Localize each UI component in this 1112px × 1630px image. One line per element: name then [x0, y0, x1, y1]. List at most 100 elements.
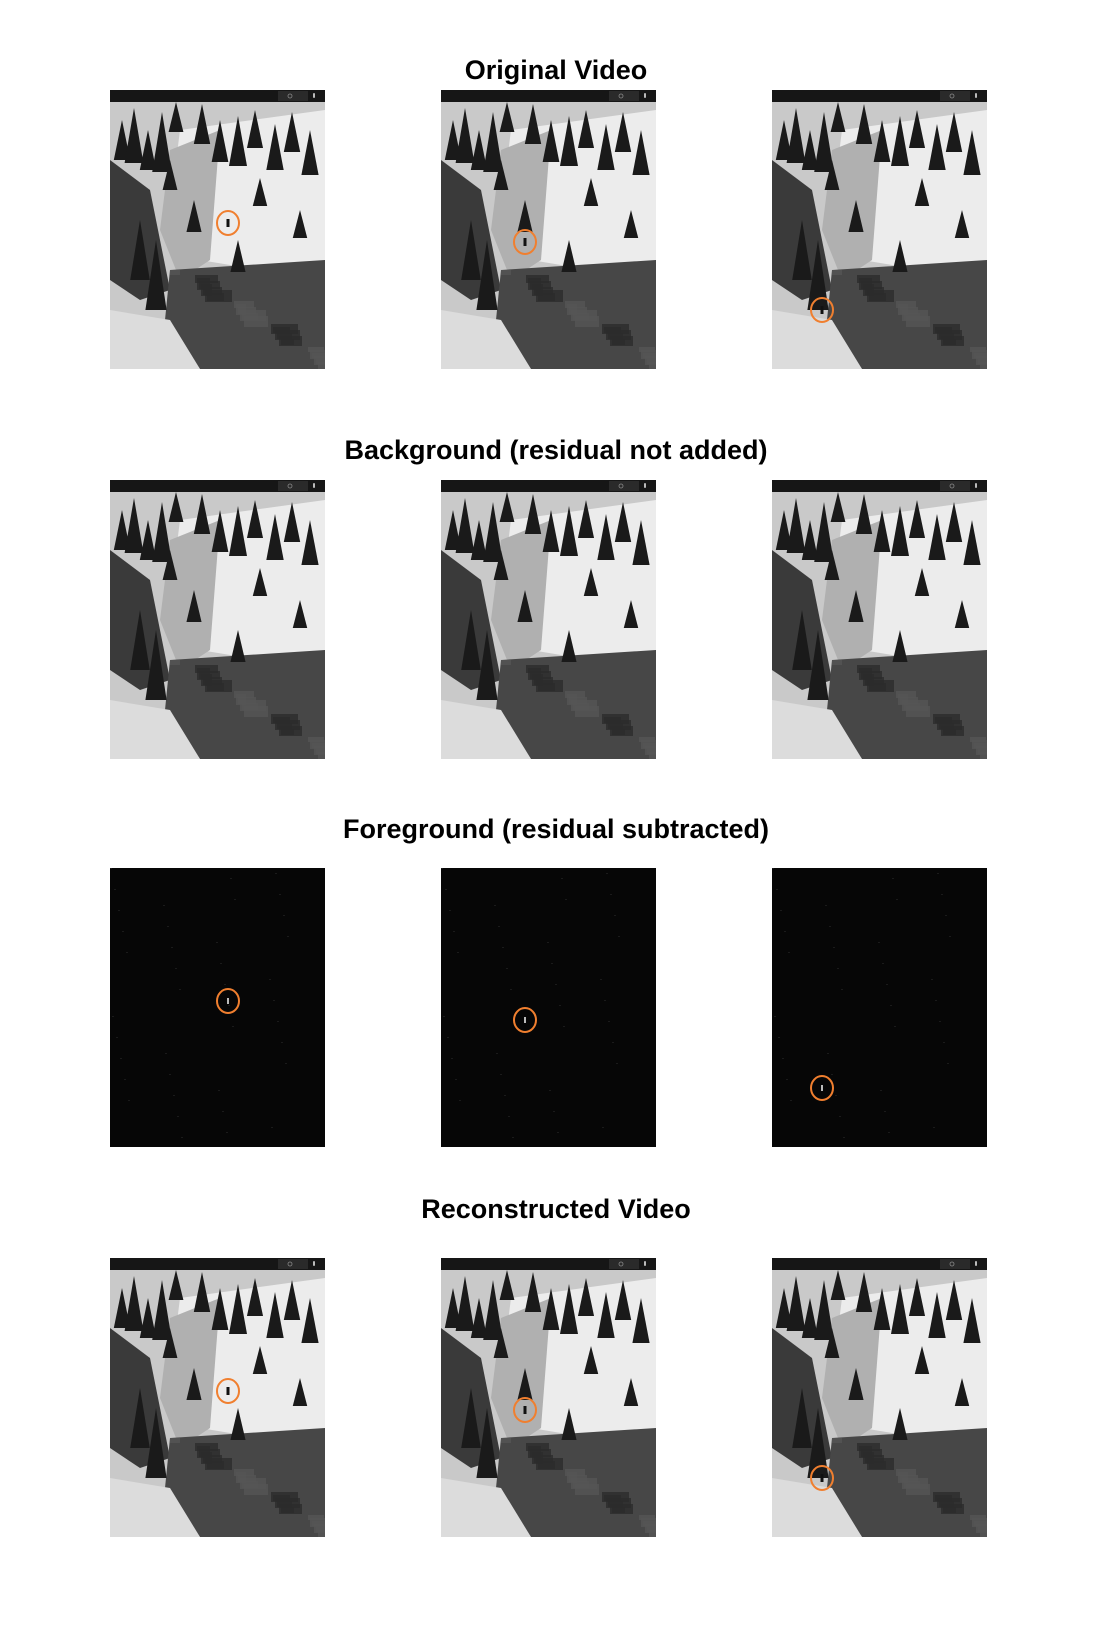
pine-tree [229, 506, 247, 556]
pine-tree [524, 494, 542, 534]
skier-highlight-circle [513, 229, 537, 255]
rock-texture [972, 350, 987, 359]
microphone-icon [313, 483, 315, 488]
microphone-icon [313, 93, 315, 98]
residual-speck [937, 873, 939, 874]
rock-texture [571, 310, 597, 321]
rock-texture [645, 356, 656, 365]
rock-texture [896, 1469, 916, 1476]
rock-texture [275, 1498, 300, 1508]
residual-speck [181, 1137, 183, 1138]
rock-texture [610, 726, 633, 736]
search-icon [287, 1261, 293, 1267]
rock-texture [234, 691, 254, 698]
pine-tree [246, 1278, 264, 1316]
rock-texture [610, 1504, 633, 1514]
pine-tree [139, 520, 157, 560]
skier-highlight-circle [216, 988, 240, 1014]
residual-speck [561, 878, 563, 879]
rock-texture [641, 350, 656, 359]
pine-tree [583, 1346, 599, 1374]
rock-texture [970, 347, 986, 352]
row-title-original: Original Video [464, 55, 648, 85]
video-top-bar [772, 480, 987, 492]
pine-tree [963, 520, 981, 565]
pine-tree [824, 1328, 840, 1358]
residual-speck [441, 868, 443, 869]
pine-tree [892, 1408, 908, 1440]
pine-tree [914, 568, 930, 596]
rock-texture [279, 1504, 302, 1514]
pine-tree [130, 610, 150, 670]
pine-tree [499, 492, 515, 522]
pine-tree [193, 1272, 211, 1312]
residual-speck [506, 968, 508, 969]
pine-tree [162, 1328, 178, 1358]
rock-texture [271, 324, 298, 334]
residual-speck [941, 894, 943, 895]
residual-speck [504, 1095, 506, 1096]
residual-speck [169, 1074, 171, 1075]
pine-tree [283, 112, 301, 152]
residual-speck [825, 905, 827, 906]
pine-tree [928, 1292, 946, 1338]
pine-tree [301, 520, 319, 565]
residual-speck [939, 1021, 941, 1022]
rock-texture [244, 706, 268, 717]
pine-tree [193, 104, 211, 144]
row-title-background: Background (residual not added) [344, 435, 768, 465]
rock-texture [569, 697, 587, 704]
residual-speck [120, 1058, 122, 1059]
pine-tree [807, 1408, 829, 1478]
rock-texture [602, 1492, 629, 1502]
residual-speck [774, 1016, 776, 1017]
rock-texture [526, 1443, 549, 1451]
residual-speck [177, 1116, 179, 1117]
pine-tree [517, 200, 533, 232]
rock-texture [534, 677, 553, 685]
pine-tree [145, 1408, 167, 1478]
pine-tree [168, 102, 184, 132]
residual-speck [171, 947, 173, 948]
residual-speck [118, 910, 120, 911]
residual-speck [776, 889, 778, 890]
residual-speck [124, 1079, 126, 1080]
pine-tree [945, 1280, 963, 1320]
rock-texture [308, 737, 324, 742]
pine-tree [814, 1280, 834, 1340]
residual-speck [949, 936, 951, 937]
pine-tree [186, 200, 202, 232]
residual-speck [279, 894, 281, 895]
pine-tree [524, 104, 542, 144]
pine-tree [493, 550, 509, 580]
pine-tree [470, 1298, 488, 1338]
rock-texture [980, 1530, 987, 1537]
residual-speck [935, 1000, 937, 1001]
residual-speck [612, 1042, 614, 1043]
rock-texture [832, 1438, 842, 1443]
pine-tree [786, 1276, 806, 1331]
rock-texture [565, 1469, 585, 1476]
lower-snow [772, 700, 862, 759]
pine-tree [252, 1346, 268, 1374]
pine-tree [792, 610, 812, 670]
rock-texture [314, 356, 325, 365]
residual-speck [447, 1037, 449, 1038]
rock-texture [271, 714, 298, 724]
pine-tree [560, 1284, 578, 1334]
rock-texture [240, 1478, 266, 1489]
rock-texture [900, 1475, 918, 1482]
rock-texture [902, 700, 928, 711]
pine-tree [908, 500, 926, 538]
reconstructed-frame-3 [772, 1258, 987, 1537]
rock-texture [906, 706, 930, 717]
pine-tree [855, 494, 873, 534]
rock-texture [865, 287, 884, 295]
skier [227, 998, 229, 1004]
pine-tree [493, 1328, 509, 1358]
rock-texture [906, 1484, 930, 1495]
pine-tree [499, 1270, 515, 1300]
pine-tree [483, 112, 503, 172]
rock-texture [900, 697, 918, 704]
rock-texture [575, 706, 599, 717]
